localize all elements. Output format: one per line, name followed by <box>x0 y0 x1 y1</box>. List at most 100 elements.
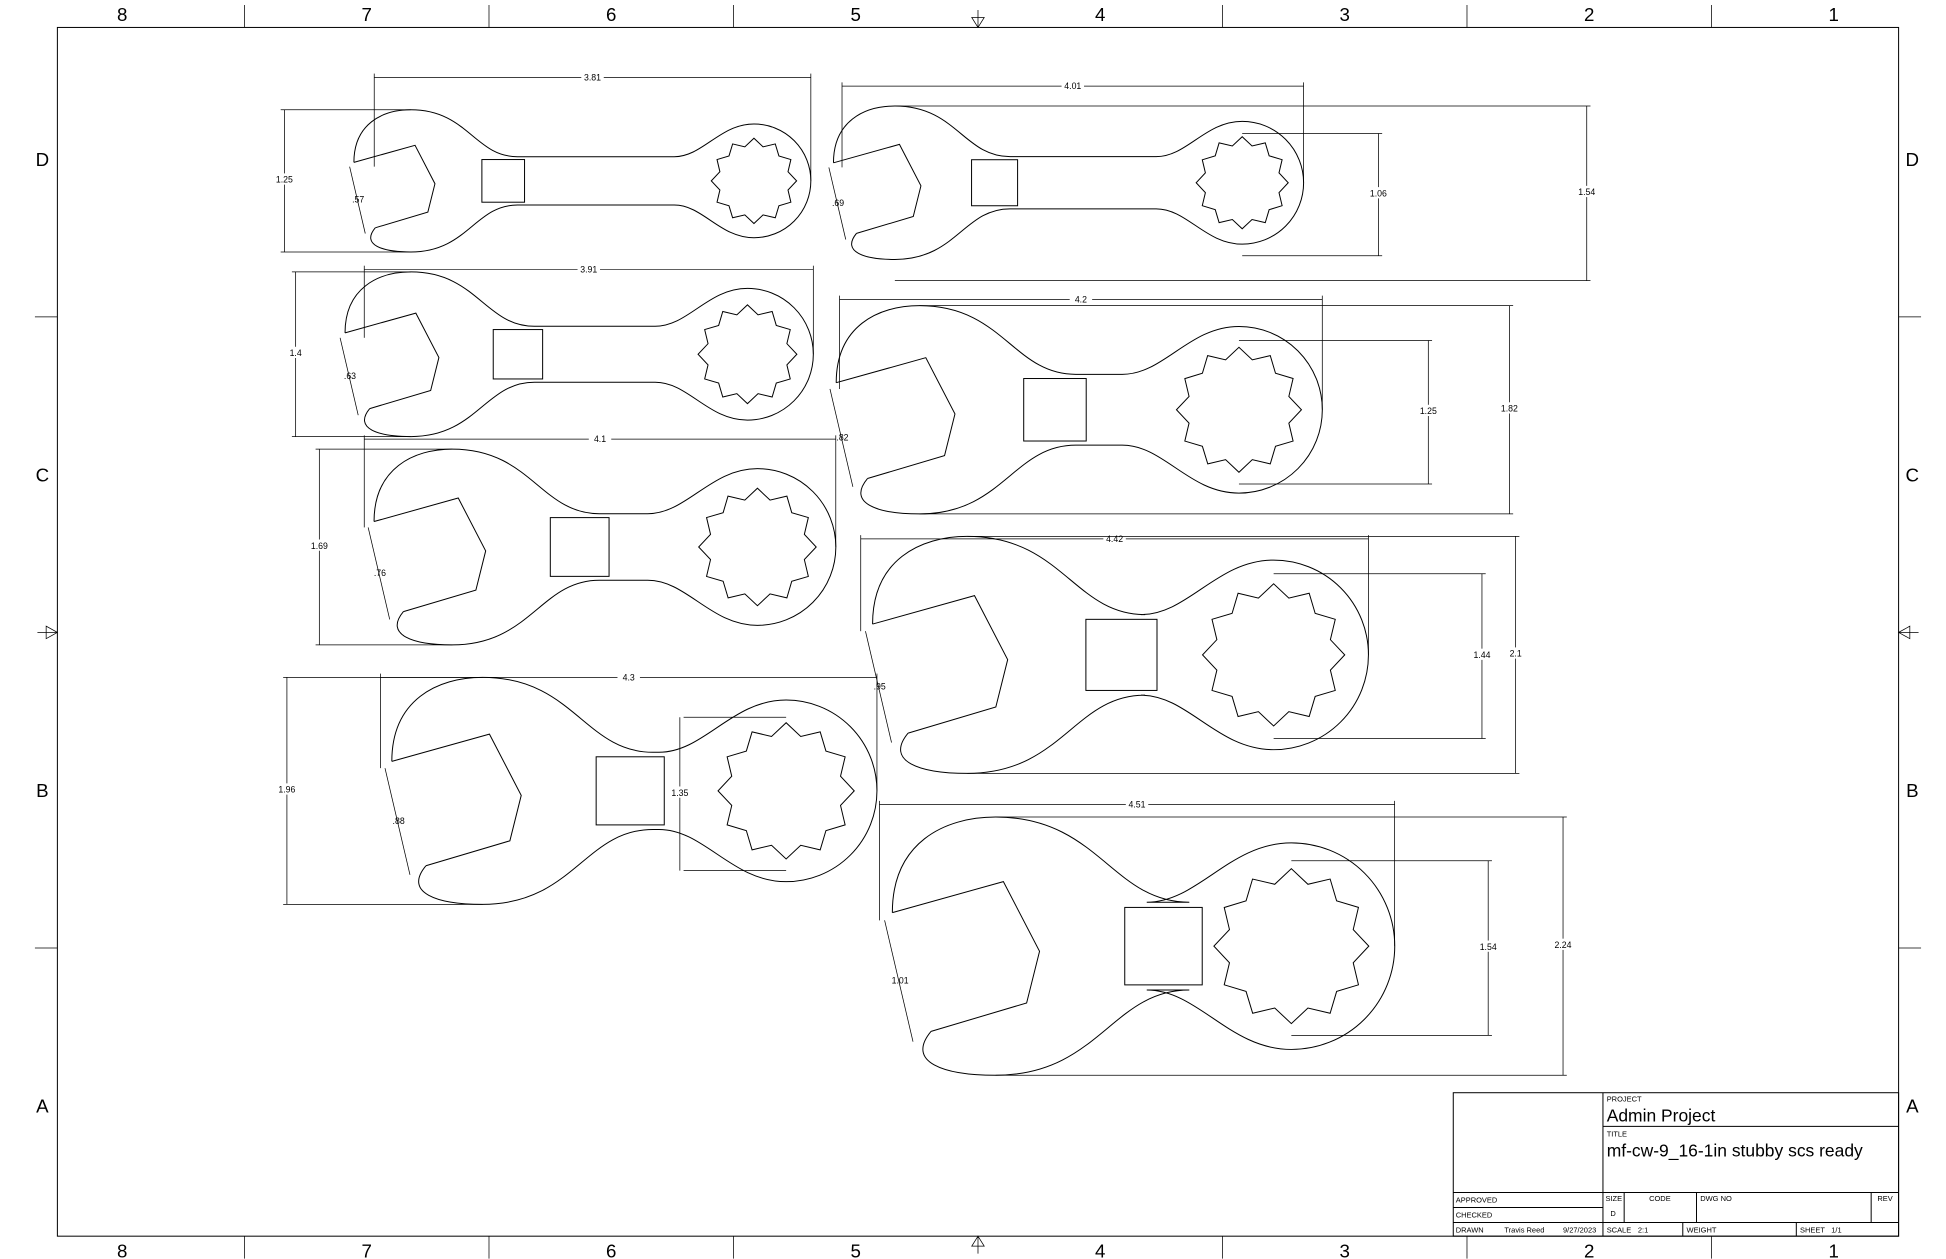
length-dimension: 4.1 <box>594 434 606 444</box>
label-mask <box>1367 187 1390 199</box>
height-dimension: 1.82 <box>1501 404 1518 414</box>
ring-dimension: 1.06 <box>1370 188 1387 198</box>
length-dimension: 3.91 <box>580 265 597 275</box>
zone-row-label: D <box>1906 149 1920 170</box>
zone-column-label: 2 <box>1584 4 1594 25</box>
twelve-point-box-end <box>697 304 798 405</box>
zone-column-label: 5 <box>851 1240 861 1259</box>
weight-label: WEIGHT <box>1687 1225 1717 1234</box>
twelve-point-box-end <box>717 722 855 860</box>
jaw-opening <box>872 595 1009 734</box>
title-block: PROJECT Admin Project TITLE mf-cw-9_16-1… <box>1452 1092 1900 1237</box>
zone-row-label: B <box>1906 780 1918 801</box>
length-dimension: 4.01 <box>1064 81 1081 91</box>
twelve-point-box-end <box>1201 583 1346 727</box>
wrench-view: 4.011.541.06.69 <box>828 79 1598 282</box>
wrench-outline <box>832 105 1305 260</box>
wrench-outline <box>872 535 1369 774</box>
jaw-dimension-line <box>384 768 411 875</box>
jaw-opening <box>373 497 487 613</box>
zone-row-label: C <box>36 464 50 485</box>
wrench-outline <box>835 305 1323 515</box>
ring-dimension: 1.44 <box>1473 650 1490 660</box>
label-mask <box>577 263 601 275</box>
project-name: Admin Project <box>1607 1105 1716 1125</box>
approved-label: APPROVED <box>1456 1195 1498 1204</box>
wrench-view: 4.422.11.44.95 <box>860 532 1527 774</box>
zone-column-label: 1 <box>1829 1240 1839 1259</box>
rev-label: REV <box>1877 1194 1892 1203</box>
height-dimension: 2.24 <box>1555 940 1572 950</box>
code-label: CODE <box>1649 1194 1671 1203</box>
jaw-opening <box>353 144 436 229</box>
wrench-views: 3.811.25.574.011.541.06.693.911.4.634.21… <box>273 71 1598 1076</box>
label-mask <box>617 671 640 683</box>
label-mask <box>1125 798 1149 810</box>
length-dimension: 4.2 <box>1075 294 1087 304</box>
twelve-point-box-end <box>1175 346 1303 473</box>
twelve-point-box-end <box>1195 136 1289 230</box>
wrench-outline <box>373 448 837 646</box>
height-dimension: 1.96 <box>278 785 295 795</box>
size-label: SIZE <box>1605 1194 1622 1203</box>
label-mask <box>1504 647 1527 659</box>
jaw-dimension-line <box>828 167 847 240</box>
scale-value: 2:1 <box>1638 1225 1648 1234</box>
jaw-opening <box>344 312 440 410</box>
height-dimension: 1.4 <box>290 348 302 358</box>
drawn-date: 9/27/2023 <box>1563 1225 1596 1234</box>
twelve-point-box-end <box>698 487 817 607</box>
height-dimension: 1.69 <box>311 541 328 551</box>
label-mask <box>1498 402 1521 414</box>
zone-row-label: C <box>1906 464 1920 485</box>
square-hole <box>1124 906 1203 986</box>
zone-row-label: A <box>1906 1096 1919 1117</box>
wrench-outline <box>344 271 814 438</box>
label-mask <box>1417 404 1440 417</box>
wrench-outline <box>891 816 1396 1076</box>
zone-column-label: 3 <box>1340 4 1350 25</box>
zone-row-label: D <box>36 149 50 170</box>
center-mark-icon <box>1897 625 1919 640</box>
center-mark-icon <box>971 1235 985 1254</box>
length-dimension: 3.81 <box>584 72 601 82</box>
wrench-view: 4.512.241.541.01 <box>879 798 1575 1076</box>
jaw-dimension: .57 <box>352 195 364 205</box>
zone-column-label: 1 <box>1829 4 1839 25</box>
label-mask <box>581 71 604 83</box>
label-mask <box>1103 532 1126 544</box>
jaw-opening <box>391 733 522 867</box>
label-mask <box>1551 938 1575 950</box>
drawn-label: DRAWN <box>1456 1225 1484 1234</box>
center-mark-icon <box>971 9 985 29</box>
center-mark-icon <box>37 625 59 640</box>
jaw-dimension-line <box>865 631 892 743</box>
zone-column-label: 7 <box>362 1240 372 1259</box>
scale-label: SCALE <box>1607 1225 1632 1234</box>
label-mask <box>308 539 331 551</box>
square-hole <box>1085 618 1158 691</box>
zone-column-label: 2 <box>1584 1240 1594 1259</box>
twelve-point-box-end <box>710 137 798 225</box>
square-hole <box>549 517 610 577</box>
label-mask <box>1470 648 1494 660</box>
jaw-dimension-line <box>884 920 914 1042</box>
sheet-value: 1/1 <box>1831 1225 1841 1234</box>
height-dimension: 2.1 <box>1510 649 1522 659</box>
jaw-dimension: .69 <box>832 198 844 208</box>
ring-dimension: 1.35 <box>671 788 688 798</box>
square-hole <box>481 159 526 203</box>
label-mask <box>1069 293 1093 305</box>
jaw-opening <box>892 881 1041 1032</box>
square-hole <box>1023 378 1087 442</box>
square-hole <box>492 329 544 380</box>
wrench-view: 3.91 1.4 .63 <box>284 263 814 438</box>
jaw-dimension: .76 <box>374 568 386 578</box>
jaw-dimension: .63 <box>344 371 356 381</box>
jaw-dimension: .95 <box>874 681 886 691</box>
twelve-point-box-end <box>1213 868 1370 1025</box>
jaw-dimension: 1.01 <box>892 976 909 986</box>
